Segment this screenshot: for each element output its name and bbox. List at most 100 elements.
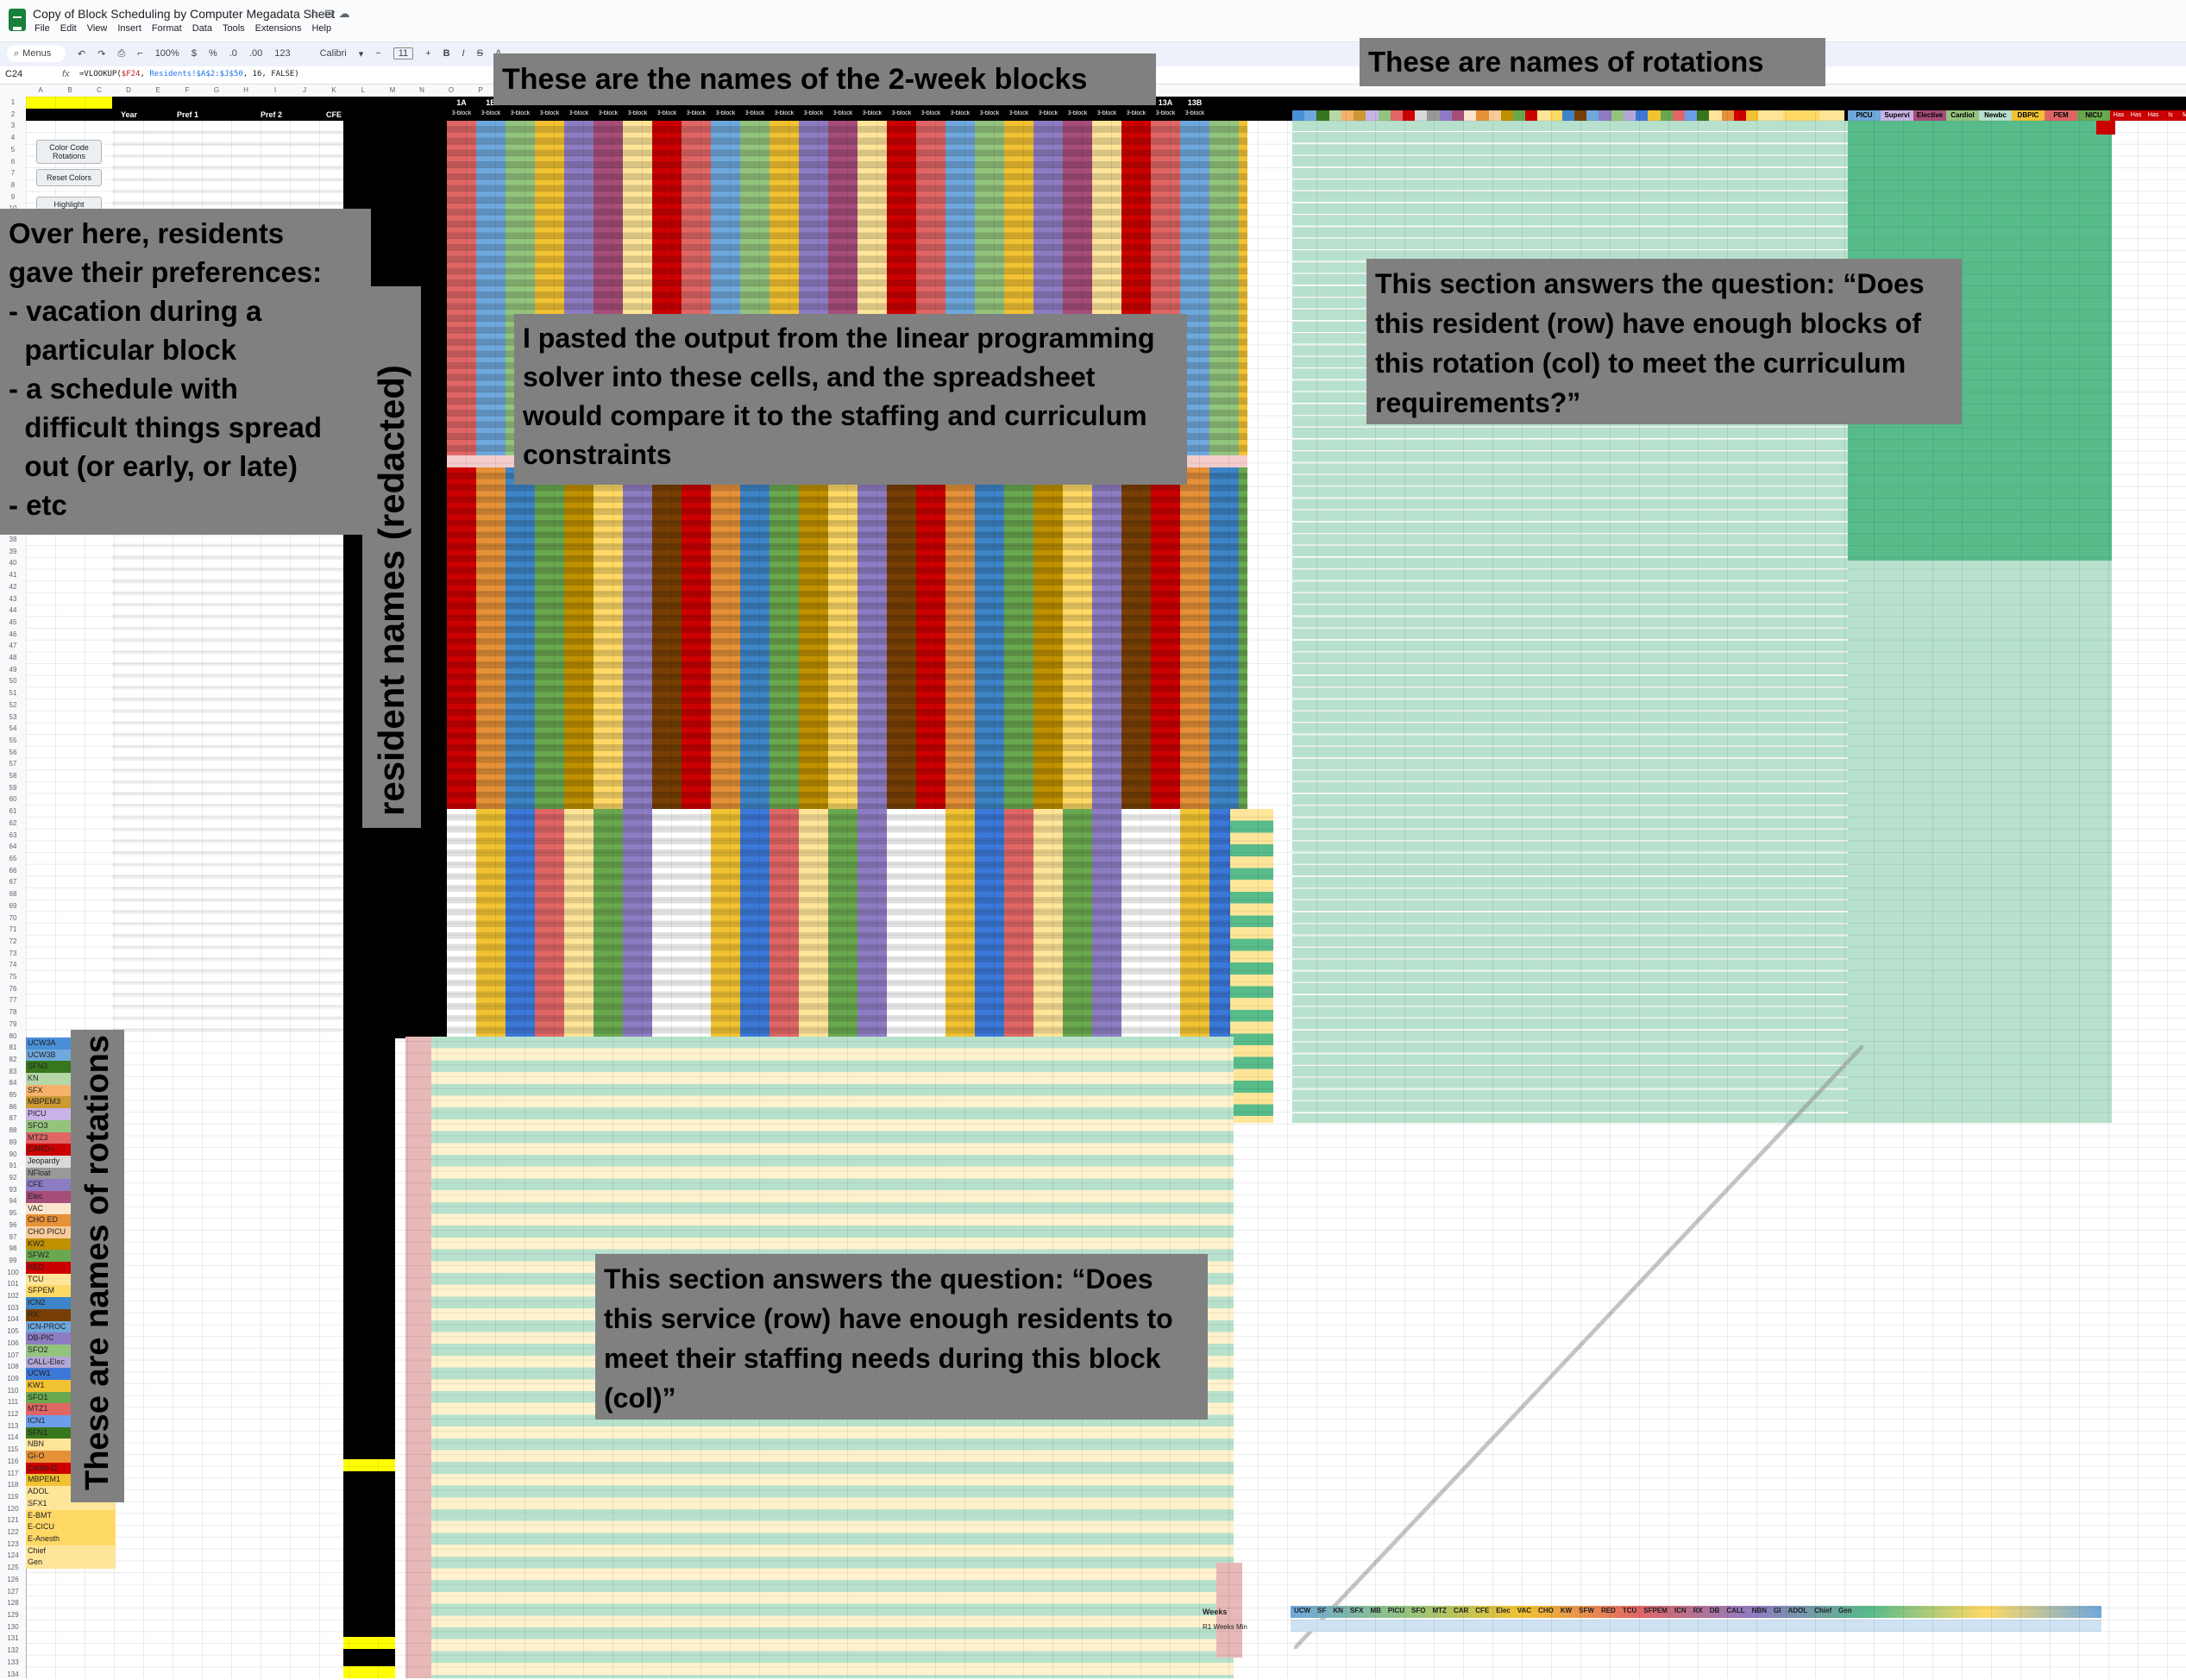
row-header[interactable]: 47 <box>9 642 17 650</box>
row-header[interactable]: 4 <box>10 134 16 142</box>
row-header[interactable]: 119 <box>7 1492 19 1501</box>
row-header[interactable]: 49 <box>9 665 17 674</box>
column-header-c[interactable]: C <box>97 86 102 94</box>
row-header[interactable]: 44 <box>9 606 17 615</box>
row-header[interactable]: 108 <box>7 1363 19 1371</box>
column-header-l[interactable]: L <box>361 86 366 94</box>
menu-insert[interactable]: Insert <box>117 23 141 34</box>
row-header[interactable]: 51 <box>9 689 17 698</box>
name-box[interactable]: C24 <box>5 69 23 79</box>
number-format-button[interactable]: 123 <box>274 48 291 59</box>
row-header[interactable]: 9 <box>10 192 16 201</box>
row-header[interactable]: 43 <box>9 594 17 603</box>
row-header[interactable]: 61 <box>9 807 17 816</box>
row-header[interactable]: 104 <box>7 1315 19 1324</box>
row-header[interactable]: 8 <box>10 180 16 189</box>
row-header[interactable]: 2 <box>10 110 16 118</box>
row-header[interactable]: 78 <box>9 1008 17 1017</box>
formula-input[interactable]: =VLOOKUP($F24, Residents!$A$2:$J$50, 16,… <box>79 70 299 78</box>
row-header[interactable]: 127 <box>7 1587 19 1595</box>
row-header[interactable]: 101 <box>7 1280 19 1288</box>
reset-colors-button[interactable]: Reset Colors <box>36 169 102 186</box>
row-header[interactable]: 118 <box>7 1481 19 1489</box>
row-header[interactable]: 84 <box>9 1079 17 1088</box>
menu-edit[interactable]: Edit <box>60 23 77 34</box>
percent-button[interactable]: % <box>208 48 217 59</box>
row-header[interactable]: 56 <box>9 748 17 756</box>
increase-decimal-button[interactable]: .00 <box>248 48 263 59</box>
chevron-down-icon[interactable]: ▾ <box>358 48 364 60</box>
font-size-input[interactable]: 11 <box>393 47 414 60</box>
row-header[interactable]: 59 <box>9 783 17 792</box>
row-header[interactable]: 74 <box>9 961 17 969</box>
row-header[interactable]: 7 <box>10 169 16 178</box>
row-header[interactable]: 65 <box>9 855 17 862</box>
row-header[interactable]: 105 <box>7 1327 19 1336</box>
column-header-o[interactable]: O <box>448 86 455 94</box>
row-header[interactable]: 76 <box>9 984 17 993</box>
column-header-d[interactable]: D <box>126 86 131 94</box>
row-header[interactable]: 68 <box>9 890 17 899</box>
row-header[interactable]: 72 <box>9 937 17 945</box>
currency-button[interactable]: $ <box>191 48 197 59</box>
move-icon[interactable]: ⊡ <box>324 7 339 20</box>
menu-file[interactable]: File <box>35 23 50 34</box>
row-header[interactable]: 64 <box>9 843 17 851</box>
row-header[interactable]: 110 <box>7 1386 19 1395</box>
font-select[interactable]: Calibri <box>319 48 347 59</box>
paint-format-icon[interactable]: ⌐ <box>137 48 143 59</box>
row-header[interactable]: 103 <box>7 1303 19 1312</box>
row-header[interactable]: 53 <box>9 712 17 721</box>
row-header[interactable]: 70 <box>9 913 17 922</box>
menu-help[interactable]: Help <box>311 23 332 34</box>
row-header[interactable]: 132 <box>7 1646 19 1655</box>
menu-tools[interactable]: Tools <box>222 23 245 34</box>
row-header[interactable]: 131 <box>7 1634 19 1643</box>
column-header-i[interactable]: I <box>273 86 277 94</box>
row-header[interactable]: 106 <box>7 1338 19 1347</box>
row-header[interactable]: 79 <box>9 1019 17 1028</box>
row-header[interactable]: 133 <box>7 1658 19 1666</box>
row-header[interactable]: 38 <box>9 536 17 544</box>
column-header-f[interactable]: F <box>185 86 190 94</box>
row-header[interactable]: 125 <box>7 1564 19 1572</box>
sheets-logo-icon[interactable] <box>9 9 26 31</box>
row-header[interactable]: 42 <box>9 582 17 591</box>
row-header[interactable]: 112 <box>7 1410 19 1419</box>
italic-button[interactable]: I <box>462 48 465 59</box>
row-header[interactable]: 117 <box>7 1469 19 1477</box>
row-header[interactable]: 97 <box>9 1232 17 1241</box>
row-header[interactable]: 66 <box>9 866 17 874</box>
undo-icon[interactable]: ↶ <box>78 48 86 60</box>
menus-search[interactable]: ⌕Menus <box>7 45 66 62</box>
row-header[interactable]: 41 <box>9 571 17 580</box>
row-header[interactable]: 81 <box>9 1044 17 1052</box>
row-header[interactable]: 67 <box>9 878 17 887</box>
row-header[interactable]: 58 <box>9 772 17 780</box>
row-header[interactable]: 75 <box>9 973 17 981</box>
column-header-g[interactable]: G <box>213 86 220 94</box>
row-header[interactable]: 90 <box>9 1150 17 1158</box>
row-header[interactable]: 129 <box>7 1611 19 1619</box>
row-header[interactable]: 60 <box>9 795 17 804</box>
menu-view[interactable]: View <box>86 23 108 34</box>
row-header[interactable]: 83 <box>9 1067 17 1075</box>
row-header[interactable]: 3 <box>10 122 16 130</box>
row-header[interactable]: 115 <box>7 1445 19 1454</box>
row-header[interactable]: 116 <box>7 1457 19 1465</box>
column-header-n[interactable]: N <box>419 86 424 94</box>
zoom-select[interactable]: 100% <box>154 48 179 59</box>
row-header[interactable]: 100 <box>7 1268 19 1276</box>
strikethrough-button[interactable]: S <box>476 48 483 59</box>
row-header[interactable]: 87 <box>9 1114 17 1123</box>
row-header[interactable]: 122 <box>7 1528 19 1537</box>
row-header[interactable]: 94 <box>9 1197 17 1206</box>
document-title[interactable]: Copy of Block Scheduling by Computer Meg… <box>33 7 336 21</box>
row-header[interactable]: 89 <box>9 1138 17 1146</box>
row-header[interactable]: 98 <box>9 1244 17 1253</box>
row-header[interactable]: 6 <box>10 157 16 166</box>
row-header[interactable]: 54 <box>9 724 17 733</box>
row-header[interactable]: 126 <box>7 1575 19 1583</box>
row-header[interactable]: 93 <box>9 1185 17 1194</box>
row-header[interactable]: 50 <box>9 677 17 686</box>
